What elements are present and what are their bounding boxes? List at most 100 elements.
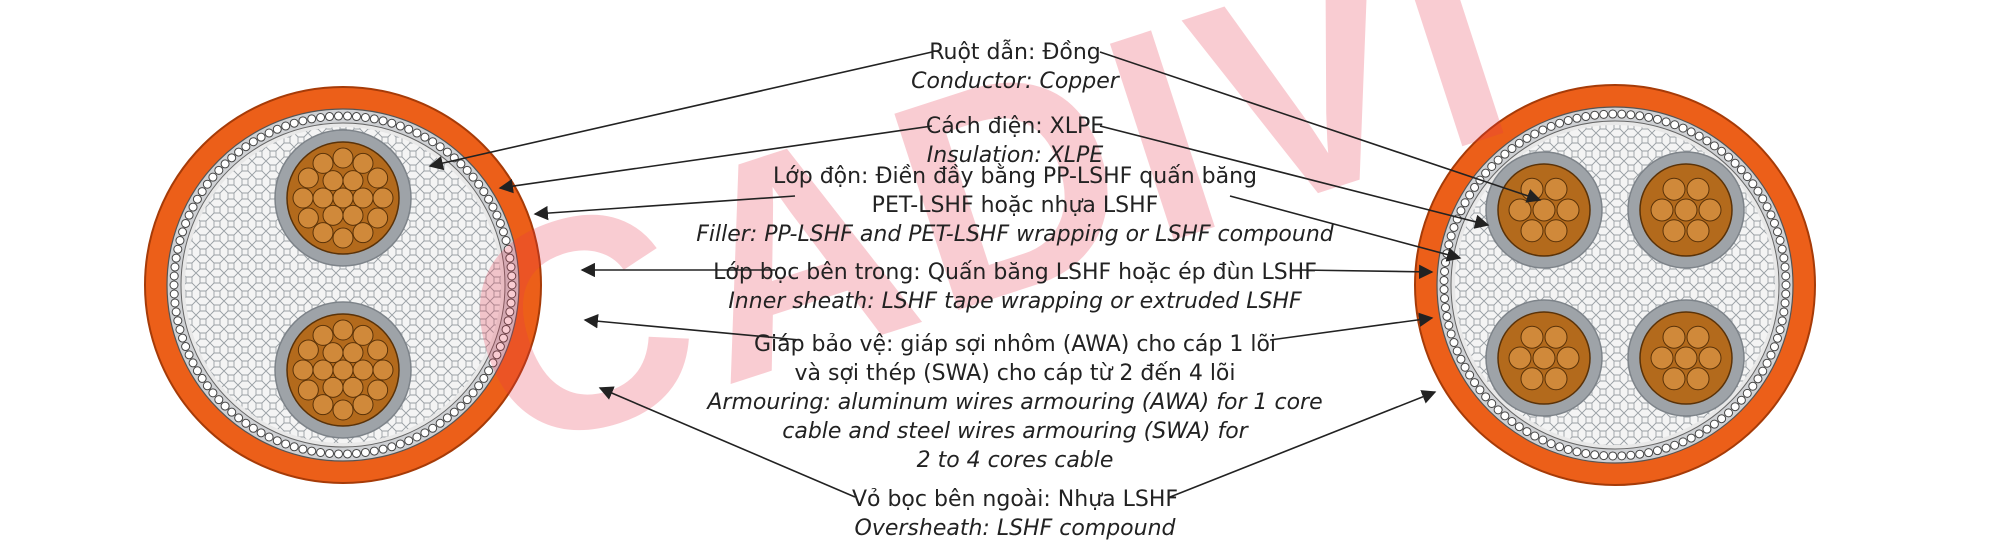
armour-wire [1775,235,1785,245]
armour-wire [369,446,379,456]
armour-wire [197,373,207,383]
armour-wire [1470,378,1480,388]
armour-wire [334,449,344,459]
armour-wire [281,439,291,449]
armour-wire [1456,354,1466,364]
armour-wire [1678,437,1688,447]
copper-strand [297,167,319,189]
armour-wire [378,116,388,126]
copper-strand [292,359,314,381]
armour-wire [1730,402,1740,412]
armour-wire [1530,431,1540,441]
armour-wire [220,401,230,411]
armour-wire [1777,244,1787,254]
armour-wire [1780,262,1790,272]
copper-strand [1520,219,1544,243]
armour-wire [420,132,430,142]
armour-wire [360,112,370,122]
copper-strand [342,170,364,192]
copper-strand [352,324,374,346]
armour-wire [1439,275,1449,285]
armour-wire [1555,442,1565,452]
armour-wire [1779,307,1789,317]
armour-wire [498,333,508,343]
copper-strand [352,152,374,174]
armour-wire [1781,280,1791,290]
copper-strand [1544,177,1568,201]
armour-wire [507,280,517,290]
armour-wire [505,307,515,317]
armour-wire [1487,162,1497,172]
label-filler: Lớp độn: Điền đầy bằng PP-LSHF quấn băng… [615,162,1415,249]
copper-strand [322,376,344,398]
armour-wire [281,121,291,131]
armour-wire [272,124,282,134]
copper-strand [342,204,364,226]
armour-wire [1777,316,1787,326]
armour-wire [1742,388,1752,398]
armour-wire [214,395,224,405]
armour-wire [342,449,352,459]
armour-wire [1644,448,1654,458]
armour-wire [1702,424,1712,434]
armour-wire [1507,416,1517,426]
copper-strand [352,359,374,381]
armour-wire [495,342,505,352]
copper-strand [367,339,389,361]
armour-wire [1444,240,1454,250]
filler-vietnamese-text: PET-LSHF hoặc nhựa LSHF [871,193,1159,218]
armour-wire [1769,218,1779,228]
armour-wire [325,448,335,458]
armour-wire [1769,342,1779,352]
armour-wire [1775,325,1785,335]
armour-wire [412,432,422,442]
copper-strand [1556,346,1580,370]
copper-strand [312,222,334,244]
copper-strand [1544,367,1568,391]
filler-english-text: Filler: PP-LSHF and PET-LSHF wrapping or… [696,222,1334,247]
arrow-conductor-left [428,51,933,171]
armour-wire [1709,419,1719,429]
armour-wire [449,407,459,417]
armour-wire [1563,116,1573,126]
armour-wire [1522,133,1532,143]
armour-wire [1617,109,1627,119]
armour-wire [503,316,513,326]
armour-wire [1487,398,1497,408]
armour-wire [1599,451,1609,461]
leader-arrows [428,51,1542,498]
armour-wire [1442,311,1452,321]
filler [185,127,501,443]
copper-strand [332,187,354,209]
armour-wire [395,439,405,449]
armour-wire [1581,112,1591,122]
armour-wire [1736,395,1746,405]
armour-wire [181,218,191,228]
armour-wire [1652,446,1662,456]
armour-wire [1781,271,1791,281]
armour-wire [1572,447,1582,457]
copper-strand [352,222,374,244]
armour-wire [1742,172,1752,182]
armour-wire [234,147,244,157]
armour-wire [208,172,218,182]
arrow-filler-left [533,195,796,221]
arrow-armour-right [1269,312,1434,341]
armour-wire [1758,194,1768,204]
copper-strand [1662,367,1686,391]
conductor-english-text: Conductor: Copper [911,69,1119,94]
armour-wire [1772,333,1782,343]
armour-wire [1694,131,1704,141]
armour-wire [1493,405,1503,415]
armour-wire [1772,227,1782,237]
armour-wire [1440,257,1450,267]
armour-wire [1753,186,1763,196]
armour-wire [181,342,191,352]
armour-wire [173,244,183,254]
armour-wire [1686,433,1696,443]
armour-wire [442,147,452,157]
copper-strand [1508,198,1532,222]
armouring-vietnamese-text: Giáp bảo vệ: giáp sợi nhôm (AWA) cho cáp… [753,332,1277,357]
armour-wire [197,187,207,197]
